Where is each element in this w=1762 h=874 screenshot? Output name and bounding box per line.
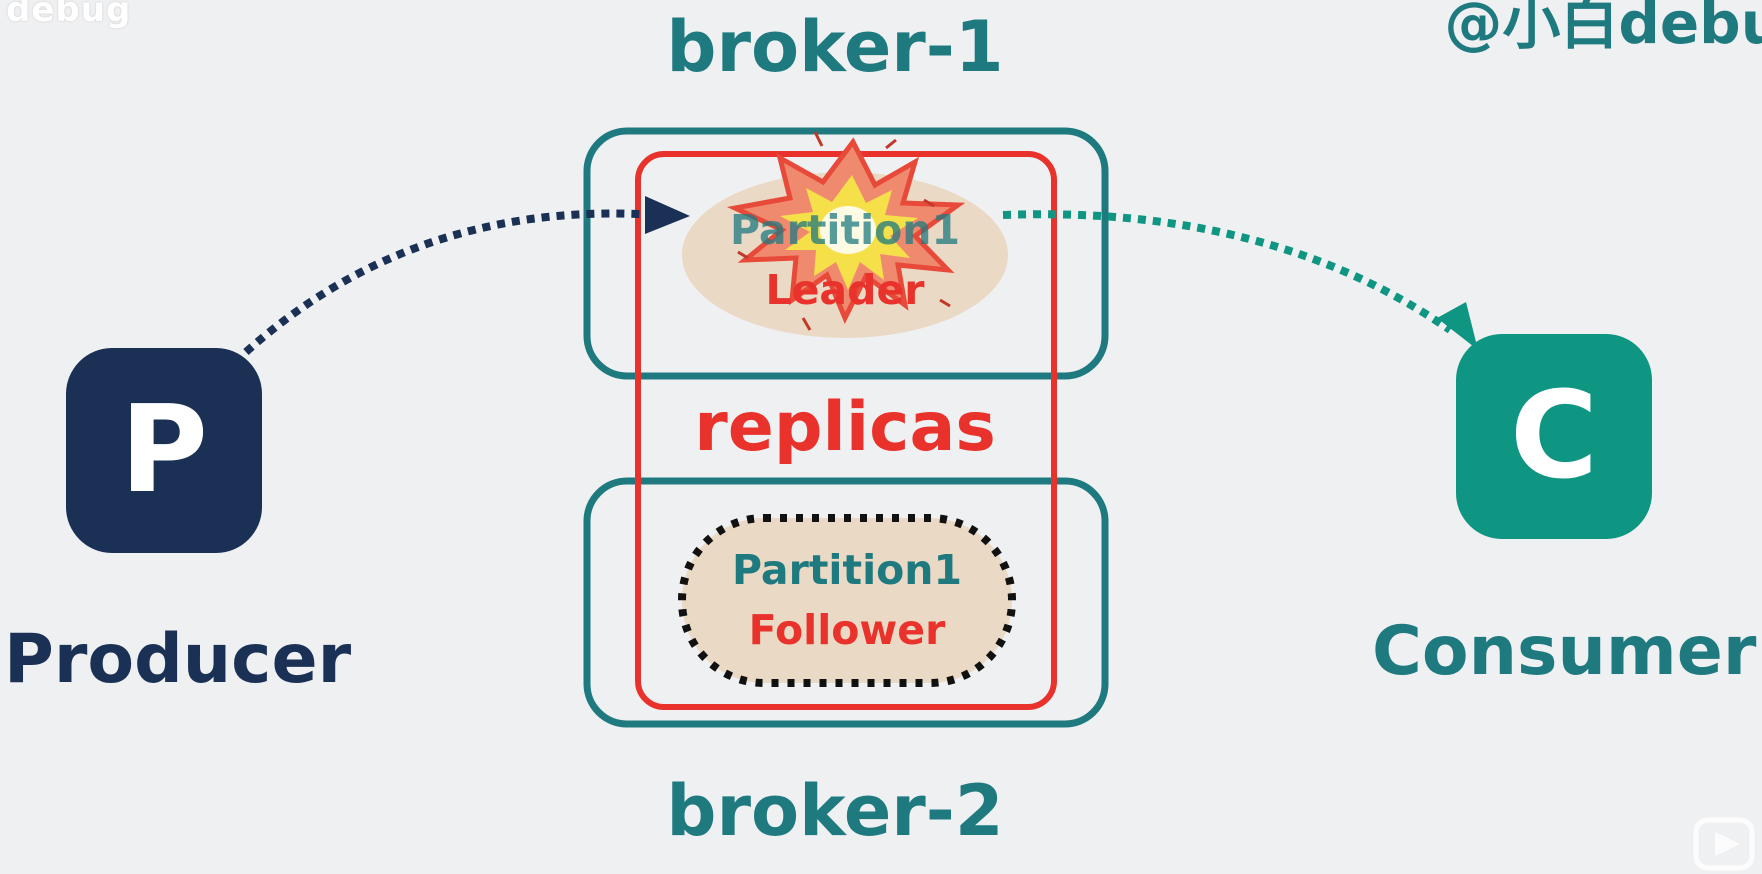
watermark-right: @小白debu bbox=[1444, 0, 1762, 57]
play-icon bbox=[1693, 817, 1755, 871]
producer-label: Producer bbox=[4, 620, 352, 699]
producer-node: P bbox=[66, 348, 262, 553]
consumer-arrowhead bbox=[1437, 302, 1478, 350]
explosion-icon bbox=[726, 131, 966, 331]
follower-title: Partition1 bbox=[731, 546, 963, 594]
follower-role: Follower bbox=[748, 606, 946, 654]
broker-2-label: broker-2 bbox=[666, 770, 1004, 852]
producer-arrow bbox=[243, 209, 641, 355]
broker-2-box bbox=[583, 477, 1109, 728]
consumer-node: C bbox=[1456, 334, 1652, 539]
leader-text: Partition1 Leader bbox=[680, 200, 1010, 320]
leader-role: Leader bbox=[765, 266, 925, 314]
producer-arrowhead bbox=[645, 196, 690, 234]
replicas-label: replicas bbox=[694, 388, 996, 467]
broker-1-box bbox=[583, 127, 1109, 380]
consumer-label: Consumer bbox=[1372, 612, 1757, 691]
broker-1-label: broker-1 bbox=[666, 6, 1004, 88]
follower-partition bbox=[678, 514, 1016, 687]
leader-title: Partition1 bbox=[729, 206, 961, 254]
follower-text: Partition1 Follower bbox=[682, 540, 1012, 660]
consumer-letter: C bbox=[1509, 367, 1599, 506]
producer-letter: P bbox=[120, 381, 208, 520]
watermark-left: debug bbox=[6, 0, 132, 30]
consumer-arrow bbox=[1002, 210, 1453, 334]
